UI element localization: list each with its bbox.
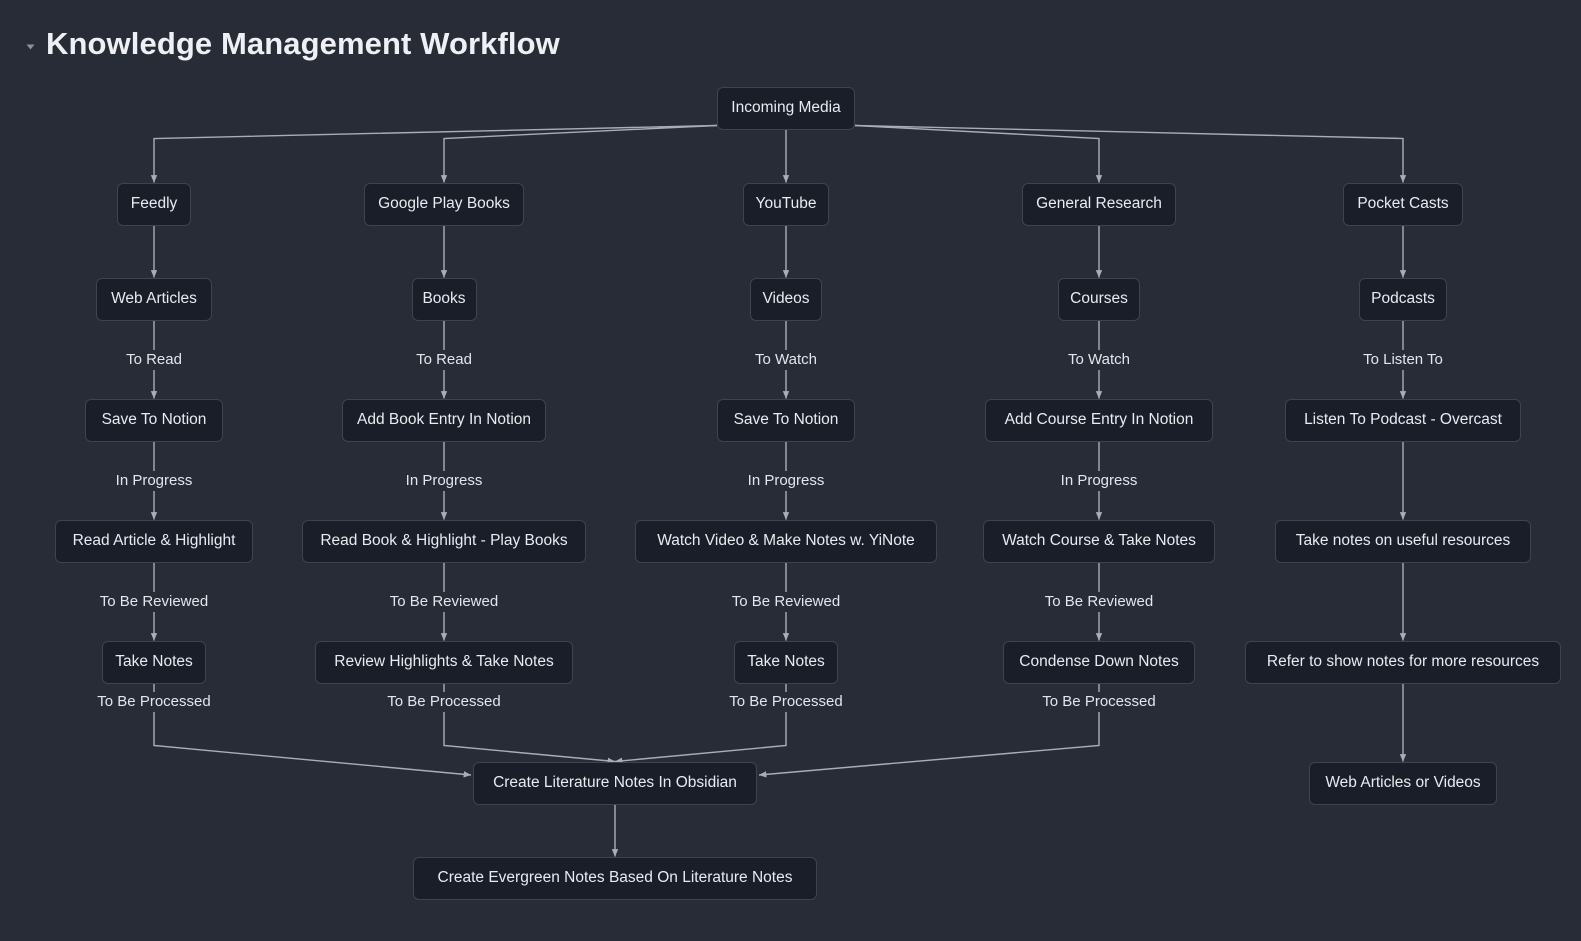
edge-label-videos-to-savenotion2: To Watch (748, 349, 824, 370)
flow-node-label: Books (422, 290, 466, 308)
flow-node-addcourse[interactable]: Add Course Entry In Notion (985, 398, 1213, 442)
flow-node-label: Take Notes (747, 653, 825, 671)
flow-node-takenotes2[interactable]: Take Notes (734, 640, 838, 684)
flow-node-reviewhl[interactable]: Review Highlights & Take Notes (315, 640, 573, 684)
flow-node-incoming[interactable]: Incoming Media (717, 86, 855, 130)
edge-label-readbook-to-reviewhl: To Be Reviewed (382, 591, 506, 612)
flow-node-takenotesres[interactable]: Take notes on useful resources (1275, 519, 1531, 563)
flow-node-savenotion2[interactable]: Save To Notion (717, 398, 855, 442)
flow-node-label: Podcasts (1371, 290, 1435, 308)
edge-label-savenotion1-to-readarticle: In Progress (108, 470, 200, 491)
flow-node-refershow[interactable]: Refer to show notes for more resources (1245, 640, 1561, 684)
flow-node-label: Read Book & Highlight - Play Books (320, 532, 568, 550)
edge-label-addbook-to-readbook: In Progress (398, 470, 490, 491)
flow-node-label: Read Article & Highlight (72, 532, 236, 550)
edge-label-addcourse-to-watchcourse: In Progress (1053, 470, 1145, 491)
flow-node-watchcourse[interactable]: Watch Course & Take Notes (983, 519, 1215, 563)
flow-node-label: Take notes on useful resources (1295, 532, 1511, 550)
flow-node-label: Incoming Media (731, 99, 841, 117)
flow-node-label: Review Highlights & Take Notes (334, 653, 554, 671)
flow-node-label: YouTube (755, 195, 817, 213)
flow-node-label: Save To Notion (101, 411, 207, 429)
flow-node-genresearch[interactable]: General Research (1022, 182, 1176, 226)
flow-node-readarticle[interactable]: Read Article & Highlight (55, 519, 253, 563)
flow-node-addbook[interactable]: Add Book Entry In Notion (342, 398, 546, 442)
edge-label-reviewhl-to-litnotes: To Be Processed (380, 691, 508, 712)
flow-node-evergreen[interactable]: Create Evergreen Notes Based On Literatu… (413, 856, 817, 900)
edge-label-podcasts-to-listenpodcast: To Listen To (1356, 349, 1450, 370)
flow-node-label: Take Notes (115, 653, 193, 671)
flow-node-label: Web Articles (111, 290, 197, 308)
flow-node-litnotes[interactable]: Create Literature Notes In Obsidian (473, 761, 757, 805)
flow-node-savenotion1[interactable]: Save To Notion (85, 398, 223, 442)
flow-node-label: Listen To Podcast - Overcast (1304, 411, 1502, 429)
flow-node-label: Google Play Books (378, 195, 510, 213)
flow-node-label: Courses (1070, 290, 1128, 308)
edge-label-webarticles-to-savenotion1: To Read (119, 349, 189, 370)
flow-node-feedly[interactable]: Feedly (117, 182, 191, 226)
triangle-down-icon[interactable] (22, 38, 38, 54)
edge-label-readarticle-to-takenotes1: To Be Reviewed (92, 591, 216, 612)
flow-node-pocketcasts[interactable]: Pocket Casts (1343, 182, 1463, 226)
flow-node-label: Refer to show notes for more resources (1266, 653, 1540, 671)
flow-node-label: Add Book Entry In Notion (356, 411, 532, 429)
flow-node-podcasts[interactable]: Podcasts (1359, 277, 1447, 321)
edge-label-condense-to-litnotes: To Be Processed (1035, 691, 1163, 712)
flow-node-label: Watch Course & Take Notes (1002, 532, 1196, 550)
flow-node-listenpodcast[interactable]: Listen To Podcast - Overcast (1285, 398, 1521, 442)
flow-node-label: Pocket Casts (1357, 195, 1449, 213)
flow-node-label: Create Evergreen Notes Based On Literatu… (437, 869, 793, 887)
edge-label-books-to-addbook: To Read (409, 349, 479, 370)
flow-node-label: Web Articles or Videos (1325, 774, 1481, 792)
flow-node-readbook[interactable]: Read Book & Highlight - Play Books (302, 519, 586, 563)
edge-label-takenotes1-to-litnotes: To Be Processed (90, 691, 218, 712)
flow-node-label: Save To Notion (733, 411, 839, 429)
flow-node-takenotes1[interactable]: Take Notes (102, 640, 206, 684)
flow-node-label: Condense Down Notes (1019, 653, 1179, 671)
page-title: Knowledge Management Workflow (46, 25, 560, 61)
edge-label-courses-to-addcourse: To Watch (1061, 349, 1137, 370)
flow-node-courses[interactable]: Courses (1058, 277, 1140, 321)
flow-node-label: Watch Video & Make Notes w. YiNote (657, 532, 915, 550)
edge-label-takenotes2-to-litnotes: To Be Processed (722, 691, 850, 712)
flow-node-gpbooks[interactable]: Google Play Books (364, 182, 524, 226)
flow-node-videos[interactable]: Videos (750, 277, 822, 321)
flow-node-watchvideo[interactable]: Watch Video & Make Notes w. YiNote (635, 519, 937, 563)
edge-label-savenotion2-to-watchvideo: In Progress (740, 470, 832, 491)
flow-node-webvideos[interactable]: Web Articles or Videos (1309, 761, 1497, 805)
flow-node-youtube[interactable]: YouTube (743, 182, 829, 226)
flow-node-condense[interactable]: Condense Down Notes (1003, 640, 1195, 684)
edge-label-watchvideo-to-takenotes2: To Be Reviewed (724, 591, 848, 612)
flow-node-label: Create Literature Notes In Obsidian (493, 774, 737, 792)
flow-node-webarticles[interactable]: Web Articles (96, 277, 212, 321)
flow-node-books[interactable]: Books (411, 277, 477, 321)
flow-node-label: General Research (1036, 195, 1162, 213)
flow-node-label: Feedly (130, 195, 178, 213)
diagram-header: Knowledge Management Workflow (0, 0, 1581, 86)
flow-node-label: Videos (762, 290, 810, 308)
flow-node-label: Add Course Entry In Notion (1004, 411, 1194, 429)
edge-label-watchcourse-to-condense: To Be Reviewed (1037, 591, 1161, 612)
